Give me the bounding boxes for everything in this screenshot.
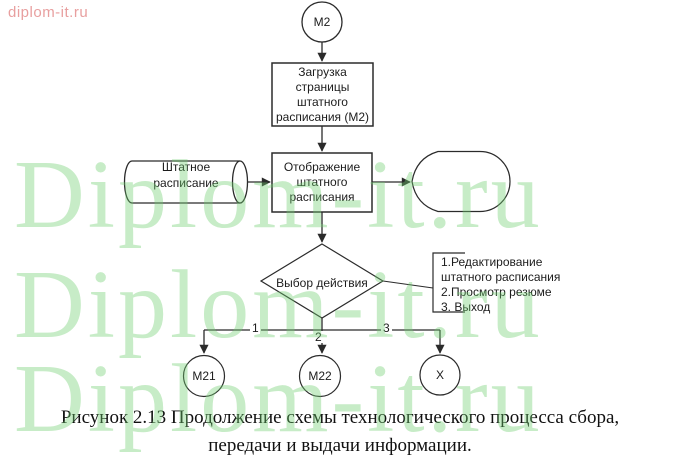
- monitor-display-shape: [411, 150, 511, 213]
- process-display-label: Отображение штатного расписания: [283, 160, 361, 204]
- datastore-label: Штатное расписание: [153, 160, 219, 190]
- datastore-cylinder-cap: [231, 160, 249, 204]
- annotation-bracket: [432, 252, 465, 313]
- end-node-m22-label: М22: [308, 369, 332, 383]
- process-load-box: [271, 62, 374, 127]
- figure-caption: Рисунок 2.13 Продолжение схемы технологи…: [60, 407, 620, 456]
- branch-label-3: 3: [381, 321, 392, 335]
- decision-diamond: [259, 243, 385, 319]
- connector-decision-to-annotation: [382, 280, 434, 289]
- datastore-cylinder: [123, 160, 240, 204]
- brand-corner-text: diplom-it.ru: [8, 4, 89, 21]
- end-circle-m22: [298, 354, 342, 398]
- start-circle: [301, 1, 343, 43]
- branch-label-2: 2: [313, 330, 324, 344]
- end-node-x-label: Х: [435, 368, 444, 382]
- end-circle-m21: [182, 354, 226, 398]
- end-node-m21-label: М21: [192, 369, 216, 383]
- start-node-label: М2: [313, 15, 331, 29]
- branch-label-1: 1: [250, 321, 261, 335]
- end-circle-x: [419, 354, 461, 396]
- annotation-text: 1.Редактирование штатного расписания 2.П…: [441, 255, 561, 314]
- decision-label: Выбор действия: [276, 276, 368, 290]
- process-load-label: Загрузка страницы штатного расписания (М…: [275, 65, 370, 124]
- process-display-box: [271, 152, 373, 213]
